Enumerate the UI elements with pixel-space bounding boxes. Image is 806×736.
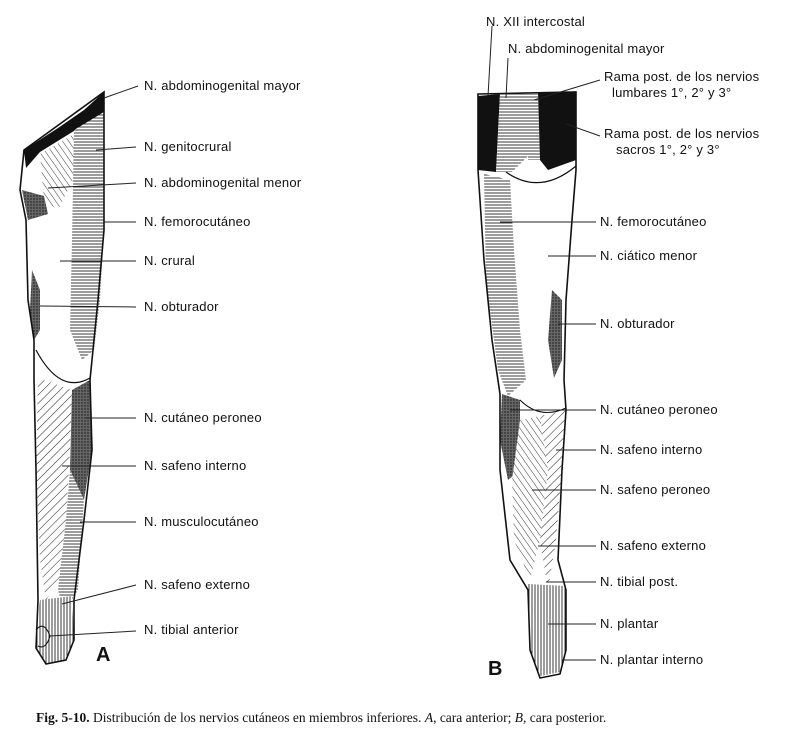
region-genitocrural-a — [40, 128, 84, 210]
caption-fig-number: Fig. 5-10. — [36, 710, 90, 725]
label-b-abdominogenital-mayor: N. abdominogenital mayor — [508, 41, 665, 56]
label-a-safeno-interno: N. safeno interno — [144, 458, 247, 473]
region-safeno-interno-b — [540, 410, 566, 590]
leg-a-anterior — [19, 90, 105, 665]
region-abdominogenital-mayor-b — [496, 94, 528, 172]
region-lumbares-b — [528, 94, 540, 160]
label-a-tibial-anterior: N. tibial anterior — [144, 622, 239, 637]
label-a-musculocutaneo: N. musculocutáneo — [144, 514, 259, 529]
label-b-plantar: N. plantar — [600, 616, 659, 631]
panel-letter-b: B — [488, 658, 503, 680]
caption-a: A — [424, 710, 434, 725]
leader-lines-b — [487, 25, 601, 661]
region-xii-intercostal-b — [478, 94, 500, 172]
label-a-crural: N. crural — [144, 253, 195, 268]
label-a-abdominogenital-menor: N. abdominogenital menor — [144, 175, 302, 190]
region-obturador-b — [548, 290, 562, 378]
caption-a-text: , cara anterior; — [433, 710, 515, 725]
label-b-xii-intercostal: N. XII intercostal — [486, 14, 585, 29]
region-abdominogenital-mayor-a — [24, 92, 104, 168]
label-b-rama-sacros-2: sacros 1°, 2° y 3° — [616, 142, 720, 157]
label-b-rama-lumbares-2: lumbares 1°, 2° y 3° — [612, 85, 732, 100]
label-b-tibial-post: N. tibial post. — [600, 574, 679, 589]
region-safeno-interno-a — [36, 378, 72, 600]
region-femorocutaneo-b — [484, 174, 526, 396]
region-safeno-peroneo-b — [512, 416, 548, 580]
label-b-obturador: N. obturador — [600, 316, 675, 331]
label-b-ciatico-menor: N. ciático menor — [600, 248, 698, 263]
label-b-rama-sacros-1: Rama post. de los nervios — [604, 126, 760, 141]
label-b-safeno-interno: N. safeno interno — [600, 442, 703, 457]
label-b-safeno-peroneo: N. safeno peroneo — [600, 482, 711, 497]
label-a-genitocrural: N. genitocrural — [144, 139, 232, 154]
label-b-rama-lumbares-1: Rama post. de los nervios — [604, 69, 760, 84]
region-obturador-a — [30, 270, 40, 340]
label-a-abdominogenital-mayor: N. abdominogenital mayor — [144, 78, 301, 93]
region-foot-b — [528, 584, 566, 676]
caption-b: B — [514, 710, 524, 725]
outline-leg-b — [477, 91, 577, 679]
region-cutaneo-peroneo-a — [70, 380, 92, 500]
caption-b-text: , cara posterior. — [523, 710, 607, 725]
label-a-obturador: N. obturador — [144, 299, 219, 314]
region-sacros-b — [538, 92, 576, 170]
figure-drawing — [19, 25, 601, 679]
label-b-cutaneo-peroneo: N. cutáneo peroneo — [600, 402, 718, 417]
figure-caption: Fig. 5-10. Distribución de los nervios c… — [36, 710, 606, 726]
region-femorocutaneo-a — [70, 112, 104, 360]
label-a-cutaneo-peroneo: N. cutáneo peroneo — [144, 410, 262, 425]
label-b-femorocutaneo: N. femorocutáneo — [600, 214, 707, 229]
region-abdominogenital-menor-a — [22, 190, 48, 220]
leg-b-posterior — [477, 91, 577, 679]
label-a-femorocutaneo: N. femorocutáneo — [144, 214, 251, 229]
leader-lines-a — [39, 85, 139, 637]
label-b-safeno-externo: N. safeno externo — [600, 538, 707, 553]
label-b-plantar-interno: N. plantar interno — [600, 652, 704, 667]
caption-text: Distribución de los nervios cutáneos en … — [89, 710, 425, 725]
region-foot-a — [36, 596, 74, 664]
panel-letter-a: A — [96, 644, 111, 666]
outline-leg-a — [19, 90, 105, 665]
label-a-safeno-externo: N. safeno externo — [144, 577, 251, 592]
